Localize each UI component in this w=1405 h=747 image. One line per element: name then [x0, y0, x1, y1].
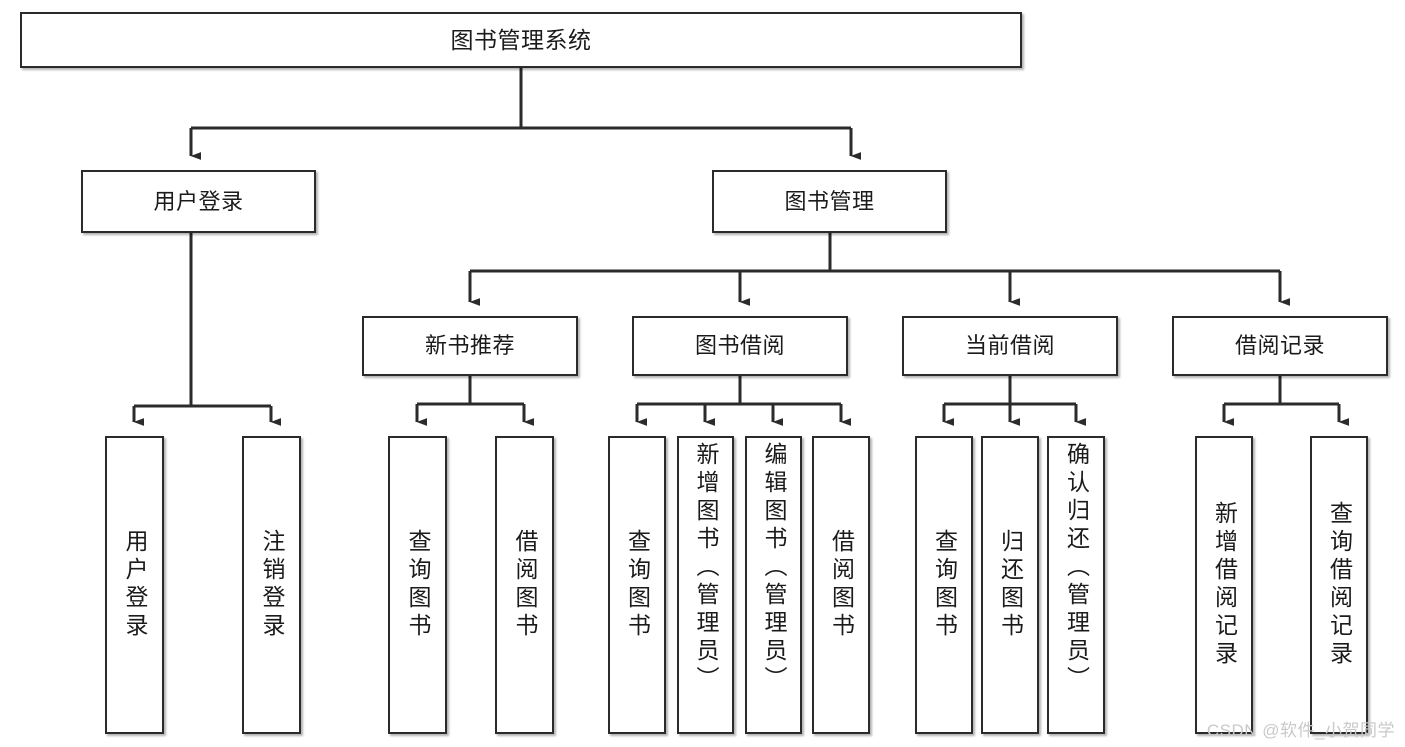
leaf-confirm-return[interactable]: 确认归还（管理员）: [1047, 436, 1105, 734]
leaf-return-book[interactable]: 归还图书: [981, 436, 1039, 734]
csdn-watermark: CSDN @软件_小贺同学: [1206, 721, 1395, 740]
leaf-logout-login[interactable]: 注销登录: [242, 436, 301, 734]
node-label: 编辑图书（管理员）: [761, 442, 787, 694]
leaf-add-borrow-record[interactable]: 新增借阅记录: [1195, 436, 1253, 734]
node-label: 查询借阅记录: [1326, 501, 1353, 669]
node-new-book-recommend[interactable]: 新书推荐: [362, 316, 578, 376]
node-label: 确认归还（管理员）: [1063, 442, 1090, 694]
node-label: 查询图书: [931, 529, 958, 641]
node-book-borrow[interactable]: 图书借阅: [632, 316, 848, 376]
node-borrow-record[interactable]: 借阅记录: [1172, 316, 1388, 376]
node-label: 用户登录: [153, 188, 244, 214]
node-label: 查询图书: [405, 529, 431, 641]
leaf-add-book[interactable]: 新增图书（管理员）: [677, 436, 734, 734]
node-label: 图书管理: [784, 188, 875, 214]
node-label: 借阅图书: [828, 529, 855, 641]
node-label: 新增借阅记录: [1211, 501, 1238, 669]
node-label: 归还图书: [997, 529, 1024, 641]
node-label: 当前借阅: [964, 333, 1055, 359]
node-label: 新书推荐: [424, 333, 515, 359]
node-label: 借阅记录: [1234, 333, 1325, 359]
node-current-borrow[interactable]: 当前借阅: [902, 316, 1118, 376]
leaf-edit-book[interactable]: 编辑图书（管理员）: [745, 436, 802, 734]
node-user-login[interactable]: 用户登录: [81, 170, 316, 233]
node-label: 图书借阅: [694, 333, 785, 359]
node-label: 新增图书（管理员）: [693, 442, 719, 694]
leaf-borrow-book[interactable]: 借阅图书: [812, 436, 870, 734]
leaf-query-borrow-record[interactable]: 查询借阅记录: [1310, 436, 1368, 734]
leaf-query-book-current[interactable]: 查询图书: [915, 436, 973, 734]
node-label: 查询图书: [624, 529, 651, 641]
node-label: 注销登录: [259, 529, 285, 641]
leaf-user-login[interactable]: 用户登录: [105, 436, 164, 734]
leaf-borrow-book-new[interactable]: 借阅图书: [495, 436, 554, 734]
node-label: 图书管理系统: [450, 26, 592, 53]
leaf-query-book-borrow[interactable]: 查询图书: [608, 436, 666, 734]
node-root-system[interactable]: 图书管理系统: [20, 12, 1022, 68]
leaf-query-book-new[interactable]: 查询图书: [388, 436, 447, 734]
node-book-management[interactable]: 图书管理: [712, 170, 947, 233]
node-label: 借阅图书: [512, 529, 538, 641]
node-label: 用户登录: [122, 529, 148, 641]
